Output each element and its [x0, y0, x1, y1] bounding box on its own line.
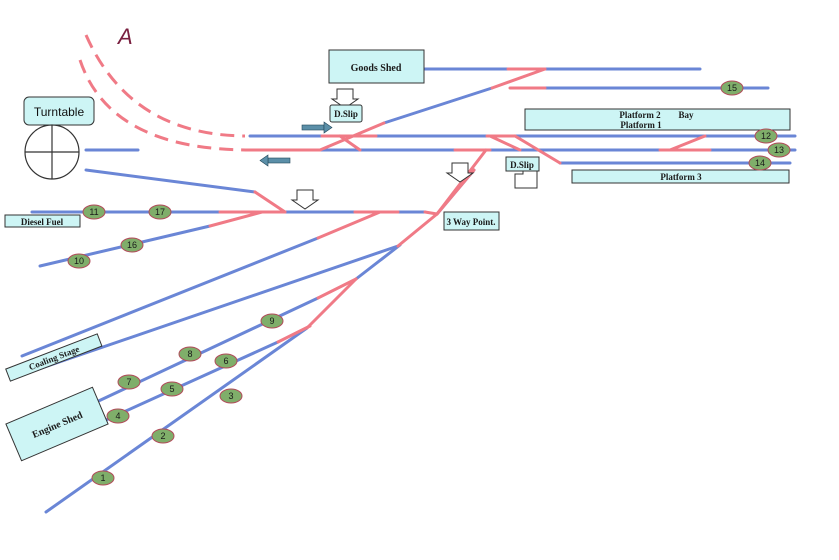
lever-icons [290, 88, 538, 210]
svg-text:Platform 3: Platform 3 [660, 172, 702, 182]
platform-3-label: Platform 3 [571, 169, 790, 184]
svg-text:3 Way Point.: 3 Way Point. [446, 217, 495, 227]
lever-icon-three-way [445, 162, 475, 183]
signal-13: 13 [767, 142, 791, 158]
signal-9: 9 [260, 313, 284, 329]
signal-11: 11 [82, 204, 106, 220]
engine-shed-label: Engine Shed [5, 386, 109, 462]
signal-label: 10 [74, 256, 84, 266]
svg-text:Diesel Fuel: Diesel Fuel [21, 217, 64, 227]
signal-7: 7 [117, 374, 141, 390]
dslip-right-label: D.Slip [505, 156, 540, 172]
signal-4: 4 [106, 408, 130, 424]
svg-text:Bay: Bay [678, 110, 694, 120]
svg-text:D.Slip: D.Slip [334, 109, 358, 119]
goods-shed-label: Goods Shed [328, 49, 425, 84]
svg-text:Turntable: Turntable [34, 105, 85, 119]
arrow-left [259, 154, 291, 167]
arrow-right [301, 121, 333, 134]
signal-15: 15 [720, 80, 744, 96]
diesel-fuel-label: Diesel Fuel [4, 214, 81, 228]
svg-text:Platform 1: Platform 1 [620, 120, 662, 130]
signal-14: 14 [748, 155, 772, 171]
signal-label: 14 [755, 158, 765, 168]
signal-16: 16 [120, 237, 144, 253]
svg-text:Platform 2: Platform 2 [619, 110, 661, 120]
signal-label: 7 [126, 377, 131, 387]
lever-icon-dslip-right [514, 169, 538, 189]
signal-3: 3 [219, 388, 243, 404]
signal-label: 4 [115, 411, 120, 421]
signal-1: 1 [91, 470, 115, 486]
signal-5: 5 [160, 381, 184, 397]
signal-label: 3 [228, 391, 233, 401]
signal-label: 9 [269, 316, 274, 326]
platform-1-2-label: Platform 2 Bay Platform 1 [524, 108, 791, 131]
coaling-stage-label: Coaling Stage [5, 333, 103, 382]
dslip-left-label: D.Slip [329, 104, 363, 123]
signal-label: 1 [100, 473, 105, 483]
signal-label: 15 [727, 83, 737, 93]
signal-2: 2 [151, 428, 175, 444]
turntable-label: Turntable [23, 96, 95, 126]
point-lines [208, 67, 712, 344]
signal-label: 17 [155, 207, 165, 217]
svg-text:D.Slip: D.Slip [510, 160, 534, 170]
lever-icon-dslip-left [330, 88, 360, 109]
signal-10: 10 [67, 253, 91, 269]
signal-label: 2 [160, 431, 165, 441]
signal-17: 17 [148, 204, 172, 220]
lever-icon-diesel [290, 189, 320, 210]
signal-8: 8 [178, 346, 202, 362]
turntable-arc-inner [78, 59, 251, 152]
signal-label: 6 [223, 356, 228, 366]
marker-a: A [116, 24, 133, 49]
signal-label: 13 [774, 145, 784, 155]
turntable-icon [24, 124, 80, 180]
signal-label: 16 [127, 240, 137, 250]
svg-text:Goods Shed: Goods Shed [351, 63, 402, 74]
signal-label: 11 [89, 207, 98, 217]
signal-12: 12 [754, 128, 778, 144]
signal-label: 5 [169, 384, 174, 394]
signal-label: 12 [761, 131, 771, 141]
turntable-arc-outer [84, 34, 246, 138]
signal-label: 8 [187, 349, 192, 359]
track-lines [20, 67, 797, 514]
signal-6: 6 [214, 353, 238, 369]
three-way-point-label: 3 Way Point. [443, 211, 500, 231]
